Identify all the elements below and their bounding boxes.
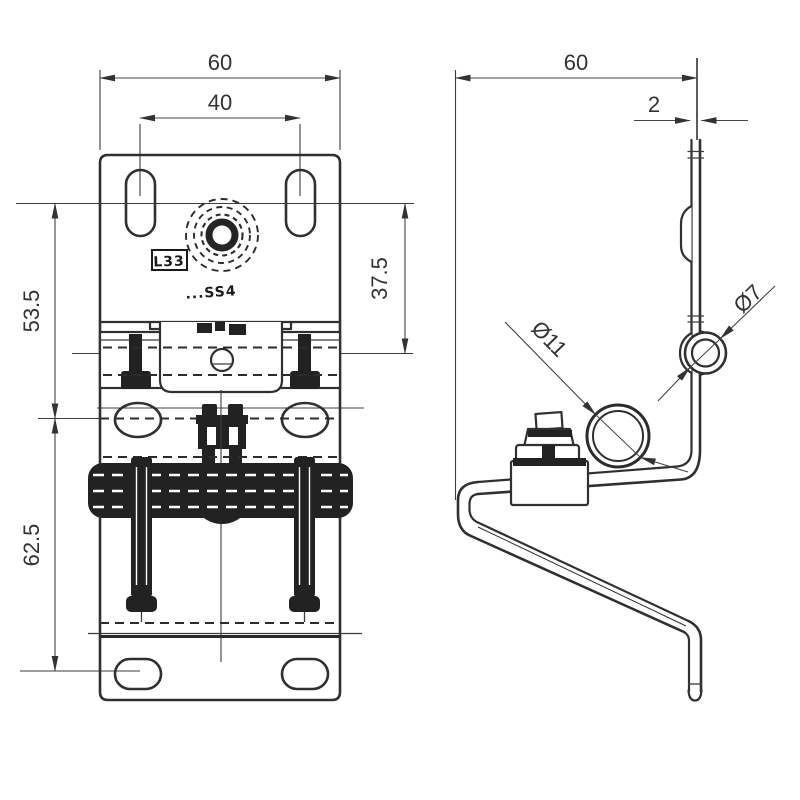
clamp-tab-2 [215, 322, 225, 331]
center-boss [185, 198, 259, 272]
boss-ring-inner [200, 213, 244, 257]
upper-clamp [98, 322, 342, 394]
bolt-nut-shadow [528, 430, 572, 437]
plate-outer-face [476, 138, 702, 496]
rod-left-cap [126, 596, 157, 612]
bolt-body-slit-right [229, 427, 238, 445]
dim-label-loop-diameter: Ø11 [526, 316, 572, 362]
lower-clamp [88, 457, 353, 622]
side-view: 60 2 [454, 50, 776, 702]
clamp-tab-3 [229, 324, 246, 335]
bottom-hole-right [280, 657, 330, 691]
boss-hole [205, 218, 239, 252]
bolt-top-tab [534, 411, 564, 431]
diagonal-mid-line [477, 526, 687, 627]
stamp-mark-1: L33 [153, 253, 185, 270]
leader-hole-b [689, 338, 721, 368]
dim-label-depth: 60 [564, 50, 588, 75]
dim-label-slot-spacing: 40 [208, 90, 232, 115]
clamp-screw [209, 347, 235, 373]
clamp-bolt-right-nut [290, 371, 320, 389]
rod-right-cap [289, 596, 320, 612]
tip-outer-edge [687, 619, 703, 693]
leader-hole-c [719, 285, 776, 340]
clamp-bolt-left [129, 334, 142, 374]
stamp-frame [151, 249, 188, 271]
front-dimensions: 60 40 53.5 62.5 37.5 [19, 50, 409, 672]
plate-inner-face [476, 138, 693, 484]
hook-inner-edge [468, 492, 690, 623]
bolt-body [198, 423, 246, 449]
stamp-marks: L33 ...SS4 [151, 249, 237, 303]
boss-ring-outer [185, 198, 259, 272]
side-hole-left [113, 401, 163, 439]
dim-label-lower-height: 62.5 [19, 524, 44, 567]
bracket-outline [98, 153, 342, 702]
dim-label-hole-diameter: Ø7 [729, 279, 767, 317]
bolt-bar [196, 415, 248, 424]
lower-nut-blob [192, 464, 252, 524]
side-bolt-stack [509, 411, 590, 507]
bolt-flange-notch [542, 445, 555, 461]
threaded-rod-left [131, 457, 152, 597]
bottom-flange [88, 622, 362, 691]
bolt-head-right [228, 404, 243, 418]
mounting-slot-left [124, 168, 157, 238]
side-dimensions: 60 2 [454, 50, 748, 124]
leader-loop-b [595, 414, 641, 458]
tip-inner-edge [682, 630, 691, 693]
stamp-mark-2: ...SS4 [185, 283, 237, 303]
bolt-body-slit-left [207, 427, 216, 445]
clamp-tab-1 [197, 323, 212, 333]
threaded-rod-right [294, 457, 315, 597]
bolt-leg-right [229, 449, 242, 463]
boss-ring-mid [193, 206, 251, 264]
dim-label-width: 60 [208, 50, 232, 75]
clamp-bolt-left-nut [121, 371, 151, 389]
clamp-block-band [513, 458, 586, 466]
plate-boss-bump [679, 205, 693, 263]
bottom-hole-left [113, 657, 163, 691]
side-hole-right [280, 401, 330, 439]
clamp-block [509, 459, 590, 507]
leader-loop-a [504, 321, 597, 416]
dim-label-thickness: 2 [648, 92, 660, 117]
clamp-bolt-right [298, 334, 311, 374]
leader-hole-a [657, 366, 691, 402]
front-view: L33 ...SS4 [16, 50, 414, 702]
dim-label-boss-height: 37.5 [367, 257, 392, 300]
dim-label-upper-height: 53.5 [19, 290, 44, 333]
tip-end-cap [687, 689, 703, 702]
bolt-head-left [202, 404, 217, 418]
hook-outer-edge [456, 480, 686, 634]
leader-loop-c [639, 456, 689, 473]
mounting-slot-right [284, 168, 317, 238]
